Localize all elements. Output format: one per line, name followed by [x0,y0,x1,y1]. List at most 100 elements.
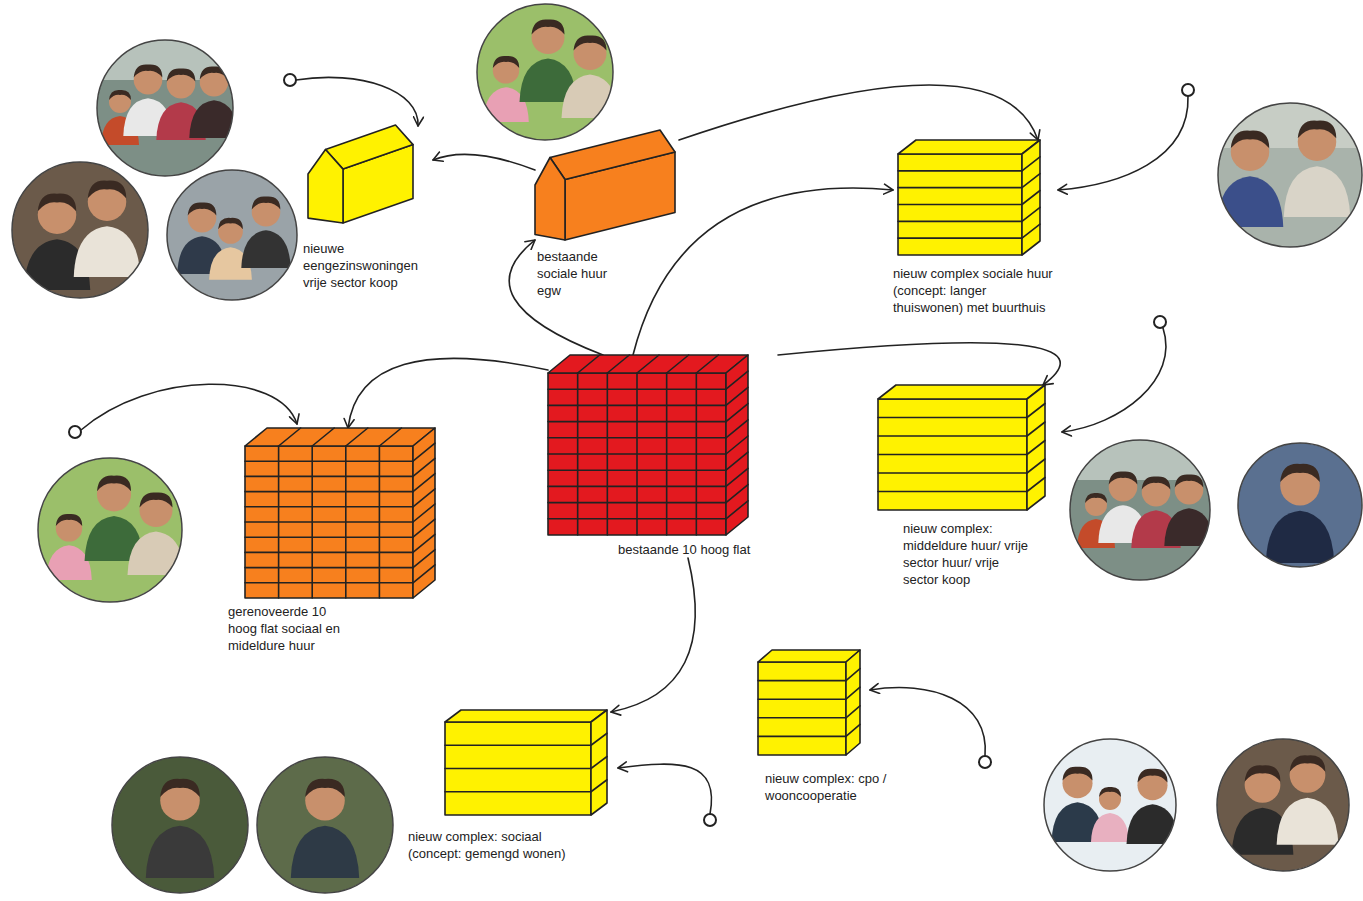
photo-border [1238,443,1362,567]
flow-arrow [778,343,1060,385]
photo-border [97,40,233,176]
photo [1070,440,1214,580]
building-line [445,791,591,793]
building-side [413,428,435,598]
building-line [726,468,748,486]
building-roof [878,385,1045,399]
building-line [1027,478,1045,492]
building-line [245,460,413,462]
drawing-part [12,162,148,298]
house-wall [565,152,675,240]
building-line [591,780,607,792]
building-line [413,550,435,568]
building-line [898,237,1022,239]
building-roof [898,140,1040,154]
drawing-part [1044,739,1176,871]
building-label: gerenoveerde 10 hoog flat sociaal en mid… [228,603,358,654]
building-node: gerenoveerde 10 hoog flat sociaal en mid… [228,428,439,654]
building-line [548,486,726,488]
building-line [878,454,1027,456]
building-line [413,519,435,537]
building-side [726,355,748,535]
building-line [278,446,280,598]
building-line [726,436,748,454]
leader-start-dot [979,756,991,768]
building-line [758,736,846,738]
leader-line [296,77,418,126]
building-side [846,650,860,755]
flow-arrow [633,188,893,355]
photo [1217,739,1349,871]
building-roof [245,428,435,446]
photo-border [38,458,182,602]
building-line [379,446,381,598]
building-front [548,373,726,535]
drawing-part [1277,755,1339,845]
building-drawing [758,650,860,755]
building-label: nieuw complex: sociaal (concept: gemengd… [408,828,583,862]
building-line [279,428,301,446]
flow-arrow [679,85,1038,140]
drawing-part [1238,443,1362,567]
building-line [245,567,413,569]
drawing-part [1164,474,1213,546]
building-line [445,744,591,746]
building-line [878,472,1027,474]
building-line [1027,422,1045,436]
photo [1217,103,1362,247]
photo [38,458,185,602]
building-line [591,733,607,745]
drawing-part [74,181,141,277]
drawing-part [562,35,619,118]
building-side [591,710,607,815]
building-line [758,698,846,700]
building-label: nieuwe eengezinswoningen vrije sector ko… [303,240,433,291]
building-line [726,387,748,405]
building-line [245,582,413,584]
building-line [1022,191,1040,205]
drawing-part [112,757,248,893]
photo [12,162,148,298]
building-line [1022,157,1040,171]
flow-arrow [509,240,603,355]
building-line [245,552,413,554]
flow-arrow [348,358,548,428]
building-line [245,476,413,478]
building-line [548,469,726,471]
drawing-part [1218,103,1362,247]
building-label: bestaande 10 hoog flat [618,541,778,558]
building-line [345,446,347,598]
drawing-part [1217,739,1349,871]
building-line [548,502,726,504]
building-line [846,724,860,736]
building-roof [758,650,860,662]
leader-line [1062,328,1166,432]
building-shape [443,708,609,817]
building-front [245,446,413,598]
building-line [726,404,748,422]
leader-line [81,384,297,430]
photo [1044,739,1178,871]
building-line [898,204,1022,206]
building-node: nieuw complex: sociaal (concept: gemengd… [408,710,611,862]
building-line [548,421,726,423]
drawing-part [128,492,185,575]
building-label: nieuw complex: middeldure huur/ vrije se… [903,520,1028,588]
building-line [726,371,748,389]
building-node: nieuwe eengezinswoningen vrije sector ko… [303,125,433,291]
building-node: bestaande 10 hoog flat [548,355,778,558]
building-line [696,373,698,535]
building-line [413,474,435,492]
drawing-part [1266,464,1334,563]
drawing-part [81,77,1188,814]
leader-start-dot [704,814,716,826]
building-shape [896,138,1042,257]
photo [167,170,297,300]
house-drawing [308,125,413,223]
building-line [898,170,1022,172]
building-line [413,443,435,461]
photo-border [1218,103,1362,247]
house-drawing [535,130,675,240]
